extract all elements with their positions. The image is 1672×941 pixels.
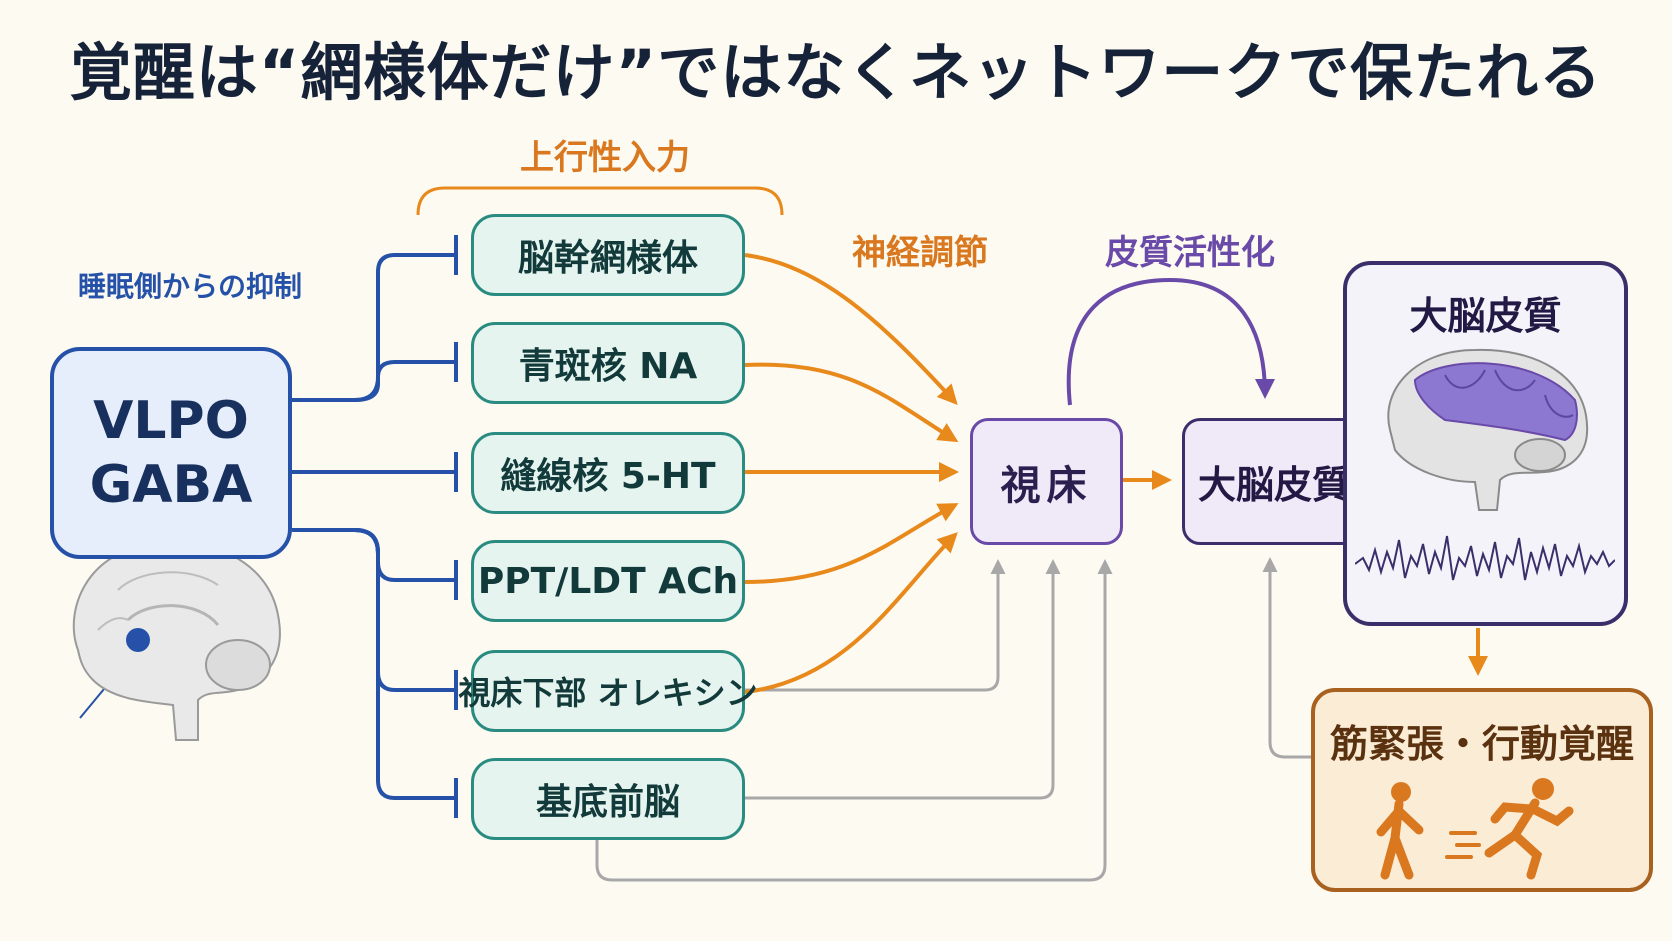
neuromodulation-arrows xyxy=(744,253,1488,694)
nucleus-basal-forebrain: 基底前脳 xyxy=(471,758,745,840)
label-neuromodulation: 神経調節 xyxy=(852,233,988,273)
inhibition-lines xyxy=(292,235,458,818)
eeg-wave-icon xyxy=(1355,535,1615,581)
vlpo-line2: GABA xyxy=(89,455,253,515)
behavior-title: 筋緊張・行動覚醒 xyxy=(1329,722,1634,766)
page-title: 覚醒は“網様体だけ”ではなくネットワークで保たれる xyxy=(69,36,1603,109)
brain-lateral-icon xyxy=(1387,348,1589,511)
feedback-lines xyxy=(595,557,1311,882)
cortex-box: 大脳皮質 xyxy=(1182,418,1366,545)
vlpo-marker-icon xyxy=(126,628,150,652)
label-sleep-inhibition: 睡眠側からの抑制 xyxy=(77,270,302,303)
nucleus-hypothalamus-orexin: 視床下部 オレキシン xyxy=(458,650,758,732)
nucleus-raphe: 縫線核 5-HT xyxy=(471,432,745,514)
vlpo-box: VLPO GABA xyxy=(50,347,292,559)
walking-person-icon xyxy=(1376,782,1424,880)
label-cortical-activation: 皮質活性化 xyxy=(1105,233,1275,273)
brain-sagittal-icon xyxy=(72,541,281,741)
nucleus-locus-coeruleus: 青斑核 NA xyxy=(471,322,745,404)
cortical-activation-arc xyxy=(1066,277,1275,406)
vlpo-line1: VLPO xyxy=(93,391,249,451)
nucleus-ppt-ldt: PPT/LDT ACh xyxy=(471,540,745,622)
cortex-panel-title: 大脳皮質 xyxy=(1409,294,1562,338)
thalamus-box: 視床 xyxy=(970,418,1123,545)
label-ascending-input: 上行性入力 xyxy=(520,138,690,178)
ascending-bracket xyxy=(416,186,784,216)
running-person-icon xyxy=(1445,778,1574,880)
behavior-panel xyxy=(1311,688,1653,892)
nucleus-brainstem-reticular: 脳幹網様体 xyxy=(471,214,745,296)
